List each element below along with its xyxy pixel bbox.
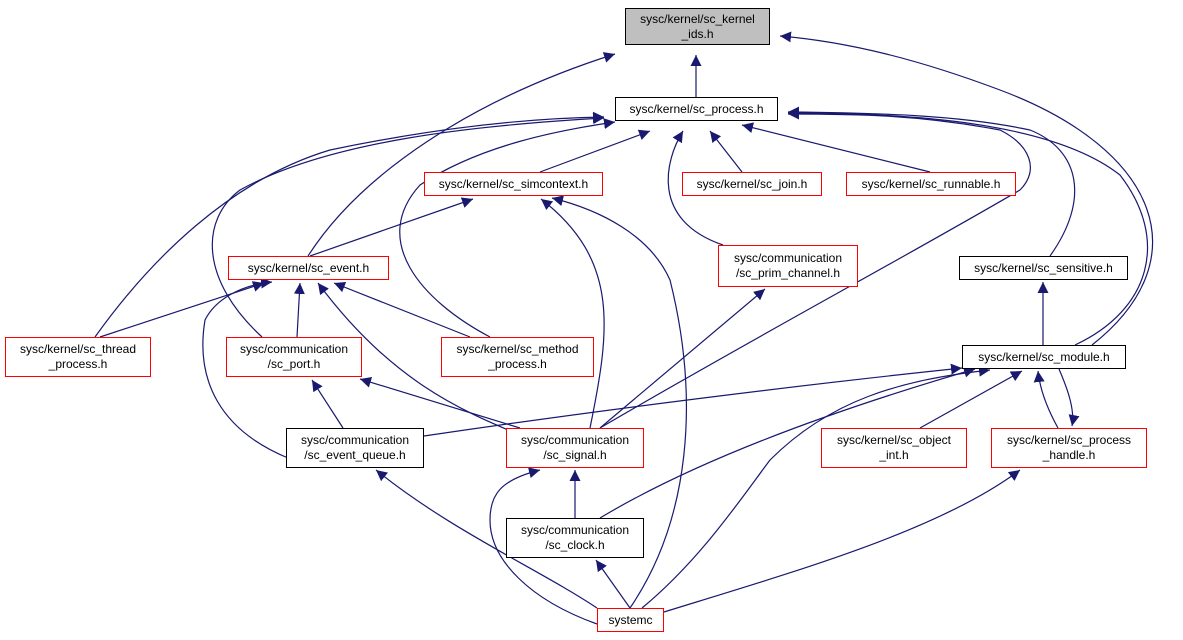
edge-event_queue-to-port: [311, 379, 344, 429]
node-label-line: _ids.h: [681, 26, 714, 41]
node-label-line: sysc/kernel/sc_thread: [19, 342, 137, 356]
edge-thread-to-process: [94, 111, 605, 338]
node-label-line: /sc_signal.h: [543, 448, 607, 462]
node-sc-prim-channel[interactable]: sysc/communication/sc_prim_channel.h: [718, 245, 858, 287]
node-label-line: systemc: [608, 612, 653, 627]
node-label-line: sysc/communication: [239, 342, 349, 356]
edge-method-to-process: [399, 118, 616, 338]
edge-thread-to-event: [99, 281, 265, 338]
node-label-line: sysc/kernel/sc_sensitive.h: [974, 260, 1113, 275]
node-label-line: /sc_clock.h: [545, 538, 605, 552]
node-label-line: _process.h: [48, 357, 108, 371]
node-label-line: sysc/kernel/sc_kernel: [640, 11, 755, 26]
edge-signal-to-port: [359, 376, 521, 429]
edge-event-to-simcontext: [309, 197, 474, 257]
node-sc-runnable[interactable]: sysc/kernel/sc_runnable.h: [846, 172, 1016, 196]
edge-systemc-to-event_queue: [375, 469, 598, 609]
edge-event_queue-to-module: [423, 363, 963, 437]
node-sc-sensitive[interactable]: sysc/kernel/sc_sensitive.h: [959, 256, 1128, 280]
node-label-line: sysc/kernel/sc_runnable.h: [861, 176, 1001, 191]
node-systemc[interactable]: systemc: [597, 608, 664, 632]
node-label-line: /sc_event_queue.h: [304, 448, 406, 462]
node-label-line: /sc_prim_channel.h: [735, 266, 841, 280]
edge-module-to-process_handle: [1058, 368, 1080, 427]
edge-method-to-event: [333, 281, 471, 338]
edge-sensitive-to-process: [787, 106, 1076, 257]
edge-signal-to-simcontext: [540, 198, 605, 429]
edge-signal-to-process: [599, 108, 1031, 429]
node-label-line: sysc/kernel/sc_event.h: [247, 260, 370, 275]
node-sc-thread-process[interactable]: sysc/kernel/sc_thread_process.h: [5, 337, 151, 377]
node-label-line: _process.h: [488, 357, 547, 371]
edge-systemc-to-process_handle: [663, 469, 1021, 613]
edge-event_queue-to-event: [202, 277, 289, 459]
node-sc-event[interactable]: sysc/kernel/sc_event.h: [228, 256, 389, 280]
edge-port-to-event: [293, 282, 305, 338]
node-label-line: sysc/kernel/sc_simcontext.h: [438, 176, 589, 191]
node-sc-object-int[interactable]: sysc/kernel/sc_object_int.h: [821, 428, 967, 468]
edge-systemc-to-simcontext: [551, 195, 687, 609]
edge-join-to-process: [709, 130, 743, 173]
node-label-line: /sc_port.h: [267, 357, 321, 371]
node-sc-process[interactable]: sysc/kernel/sc_process.h: [615, 97, 778, 121]
edge-clock-to-module: [599, 366, 976, 519]
node-sc-module[interactable]: sysc/kernel/sc_module.h: [962, 345, 1126, 369]
node-sc-clock[interactable]: sysc/communication/sc_clock.h: [506, 518, 644, 558]
edge-module-to-ids: [779, 31, 1154, 346]
node-sc-signal[interactable]: sysc/communication/sc_signal.h: [506, 428, 644, 468]
node-label-line: sysc/communication: [300, 433, 410, 447]
edge-event-to-ids: [307, 52, 616, 257]
node-sc-join[interactable]: sysc/kernel/sc_join.h: [682, 172, 822, 196]
node-sc-port[interactable]: sysc/communication/sc_port.h: [226, 337, 362, 377]
node-sc-process-handle[interactable]: sysc/kernel/sc_process_handle.h: [991, 428, 1147, 468]
edge-port-to-process: [211, 113, 605, 338]
node-label-line: sysc/kernel/sc_method: [456, 342, 579, 356]
node-sc-event-queue[interactable]: sysc/communication/sc_event_queue.h: [286, 428, 424, 468]
node-label-line: sysc/kernel/sc_process.h: [629, 101, 764, 116]
edge-systemc-to-clock: [595, 559, 631, 609]
node-label-line: sysc/communication: [520, 523, 630, 537]
node-sc-kernel-ids: sysc/kernel/sc_kernel_ids.h: [625, 8, 770, 45]
node-label-line: _handle.h: [1042, 448, 1096, 462]
node-label-line: _int.h: [879, 448, 909, 462]
edge-object_int-to-module: [919, 370, 1023, 429]
edge-module-to-process: [787, 107, 1149, 346]
edge-simcontext-to-process: [539, 129, 651, 173]
node-label-line: sysc/kernel/sc_join.h: [696, 176, 808, 191]
node-label-line: sysc/kernel/sc_process: [1006, 433, 1132, 447]
edge-systemc-to-signal: [489, 467, 598, 625]
node-label-line: sysc/communication: [520, 433, 630, 447]
node-label-line: sysc/kernel/sc_module.h: [978, 349, 1110, 364]
edge-runnable-to-process: [741, 122, 931, 173]
edge-prim_channel-to-process: [667, 130, 724, 246]
node-label-line: sysc/communication: [733, 251, 843, 265]
node-sc-simcontext[interactable]: sysc/kernel/sc_simcontext.h: [424, 172, 603, 196]
edge-process_handle-to-module: [1033, 370, 1059, 429]
node-label-line: sysc/kernel/sc_object: [836, 433, 952, 447]
edge-systemc-to-module: [641, 365, 991, 609]
node-sc-method-process[interactable]: sysc/kernel/sc_method_process.h: [441, 337, 594, 377]
edge-signal-to-prim_channel: [599, 288, 766, 429]
